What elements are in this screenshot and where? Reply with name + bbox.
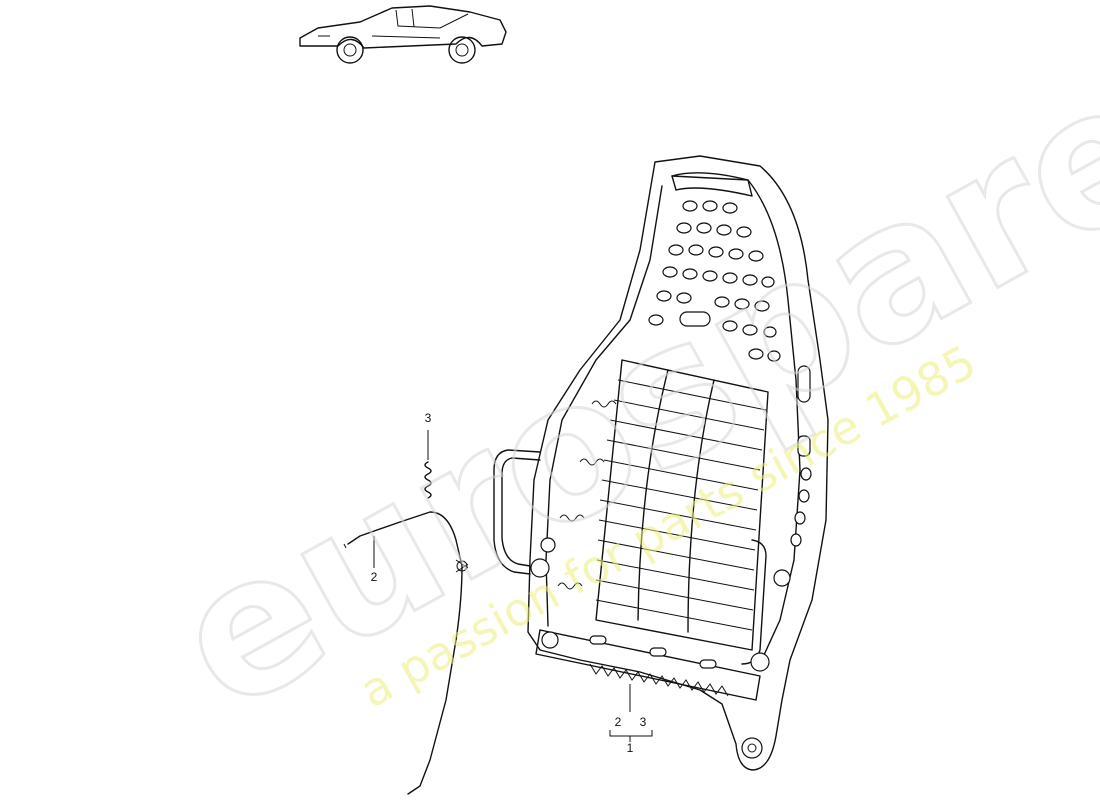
callout-item-3: 3 [425,411,432,425]
callout-group-right: 3 [640,715,647,729]
release-cable [343,511,469,795]
seat-backrest-frame [493,155,829,771]
callout-group-left: 2 [615,715,622,729]
leader-lines [373,536,653,742]
callout-group-total: 1 [627,741,634,755]
frame-perforations [648,200,781,362]
car-side-view-icon [299,5,507,64]
watermark: eurospares a passion for parts since 198… [140,0,1100,756]
callout-item-2: 2 [371,570,378,584]
spring-mat [595,359,769,651]
tension-spring [424,430,432,499]
